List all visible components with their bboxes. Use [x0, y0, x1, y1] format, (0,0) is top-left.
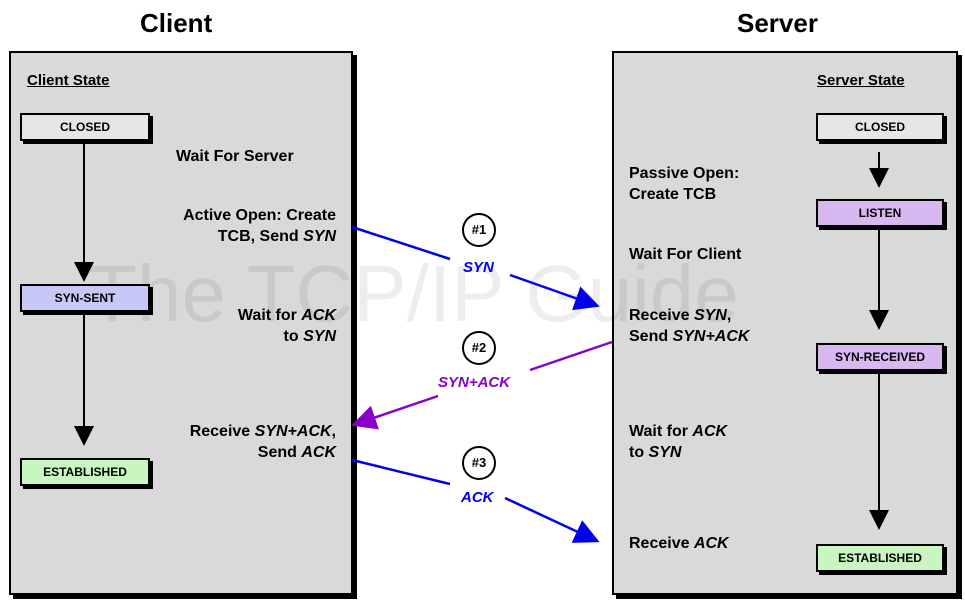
- server-event-wait-ack: Wait for ACK to SYN: [629, 423, 728, 461]
- server-panel: [612, 51, 958, 595]
- client-event-receive-synack: Receive SYN+ACK, Send ACK: [189, 423, 336, 461]
- server-state-closed: CLOSED: [816, 113, 944, 141]
- client-state-closed: CLOSED: [20, 113, 150, 141]
- client-event-active-open: Active Open: Create TCB, Send SYN: [183, 207, 336, 245]
- server-state-listen: LISTEN: [816, 199, 944, 227]
- server-event-receive-ack: Receive ACK: [629, 535, 729, 552]
- message-3-ack-arrow: [351, 458, 595, 540]
- server-event-passive-open: Passive Open: Create TCB: [629, 165, 740, 203]
- server-title: Server: [737, 8, 818, 38]
- client-title: Client: [140, 8, 213, 38]
- message-2-number: #2: [462, 331, 496, 365]
- message-1-label: SYN: [463, 259, 494, 276]
- message-1-number: #1: [462, 213, 496, 247]
- message-2-label: SYN+ACK: [438, 374, 511, 391]
- message-3-number: #3: [462, 446, 496, 480]
- client-event-wait-server: Wait For Server: [176, 148, 294, 165]
- message-2-synack-arrow: [356, 340, 613, 424]
- server-event-wait-client: Wait For Client: [629, 246, 742, 263]
- client-state-established: ESTABLISHED: [20, 458, 150, 486]
- server-state-heading: Server State: [817, 72, 905, 89]
- server-state-syn-received: SYN-RECEIVED: [816, 343, 944, 371]
- server-event-receive-syn: Receive SYN, Send SYN+ACK: [629, 307, 750, 345]
- watermark: The TCP/IP Guide: [88, 249, 739, 338]
- message-3-label: ACK: [461, 489, 494, 506]
- client-state-syn-sent: SYN-SENT: [20, 284, 150, 312]
- message-1-syn-arrow: [351, 225, 595, 305]
- client-panel: [9, 51, 353, 595]
- client-event-wait-ack: Wait for ACK to SYN: [237, 307, 336, 345]
- client-state-heading: Client State: [27, 72, 110, 89]
- server-state-established: ESTABLISHED: [816, 544, 944, 572]
